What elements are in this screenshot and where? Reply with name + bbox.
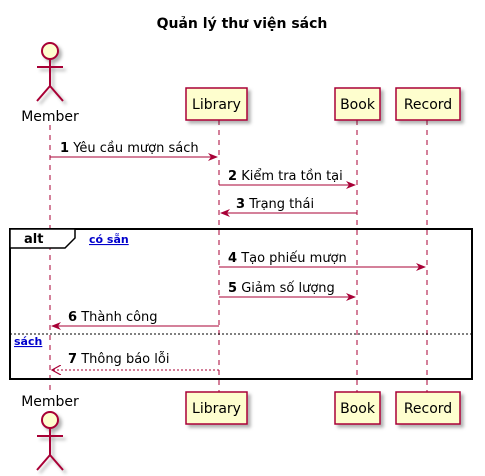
message-label-3: 3 Trạng thái [236,197,314,212]
participant-book-bottom: Book [334,391,381,425]
actor-icon [36,42,64,102]
alt-frame [9,228,473,380]
participant-box [395,391,461,425]
lifelines [49,120,428,392]
participant-book-top: Book [334,87,381,121]
participant-record-top: Record [395,87,461,121]
participant-box [395,87,461,121]
message-label-2: 2 Kiểm tra tồn tại [228,169,343,184]
message-num-1: 1 [60,141,69,156]
participant-label-member-top: Member [21,109,79,125]
participant-label-library-top: Library [192,97,241,113]
message-text-1: Yêu cầu mượn sách [72,141,198,156]
participant-label-member-bottom: Member [21,394,79,410]
message-num-2: 2 [228,169,237,184]
actor-member-top: Member [21,42,79,125]
actor-member-bottom: Member [21,394,79,471]
participant-box [334,87,381,121]
message-num-7: 7 [68,352,77,367]
message-text-4: Tạo phiếu mượn [240,251,347,266]
message-label-4: 4 Tạo phiếu mượn [228,251,347,266]
message-num-4: 4 [228,251,237,266]
message-text-2: Kiểm tra tồn tại [241,169,343,184]
participant-record-bottom: Record [395,391,461,425]
participant-box [185,87,248,121]
message-num-5: 5 [228,281,237,296]
message-text-7: Thông báo lỗi [80,352,169,367]
message-label-5: 5 Giảm số lượng [228,281,335,296]
diagram-title: Quản lý thư viện sách [157,16,328,32]
actor-icon [36,411,64,471]
participant-label-book-bottom: Book [340,401,376,417]
alt-else-guard: sách [14,335,42,348]
message-text-5: Giảm số lượng [241,281,335,296]
participant-label-library-bottom: Library [192,401,241,417]
participant-label-book-top: Book [340,97,376,113]
message-label-1: 1 Yêu cầu mượn sách [60,141,199,156]
alt-tab [9,228,76,249]
participant-box [334,391,381,425]
alt-fragment: alt có sẵn sách [9,228,473,380]
messages: 1 Yêu cầu mượn sách 2 Kiểm tra tồn tại 3… [50,141,426,370]
participants-top: Member Library Book Record [21,42,461,125]
participant-label-record-bottom: Record [404,401,452,417]
participant-library-top: Library [185,87,248,121]
participant-library-bottom: Library [185,391,248,425]
message-label-6: 6 Thành công [68,310,158,325]
message-num-3: 3 [236,197,245,212]
participants-bottom: Member Library Book Record [21,391,461,471]
participant-box [185,391,248,425]
participant-label-record-top: Record [404,97,452,113]
message-text-6: Thành công [80,310,157,325]
message-label-7: 7 Thông báo lỗi [68,352,169,367]
alt-guard: có sẵn [89,233,129,246]
alt-keyword: alt [24,232,43,247]
message-text-3: Trạng thái [248,197,314,212]
message-num-6: 6 [68,310,77,325]
